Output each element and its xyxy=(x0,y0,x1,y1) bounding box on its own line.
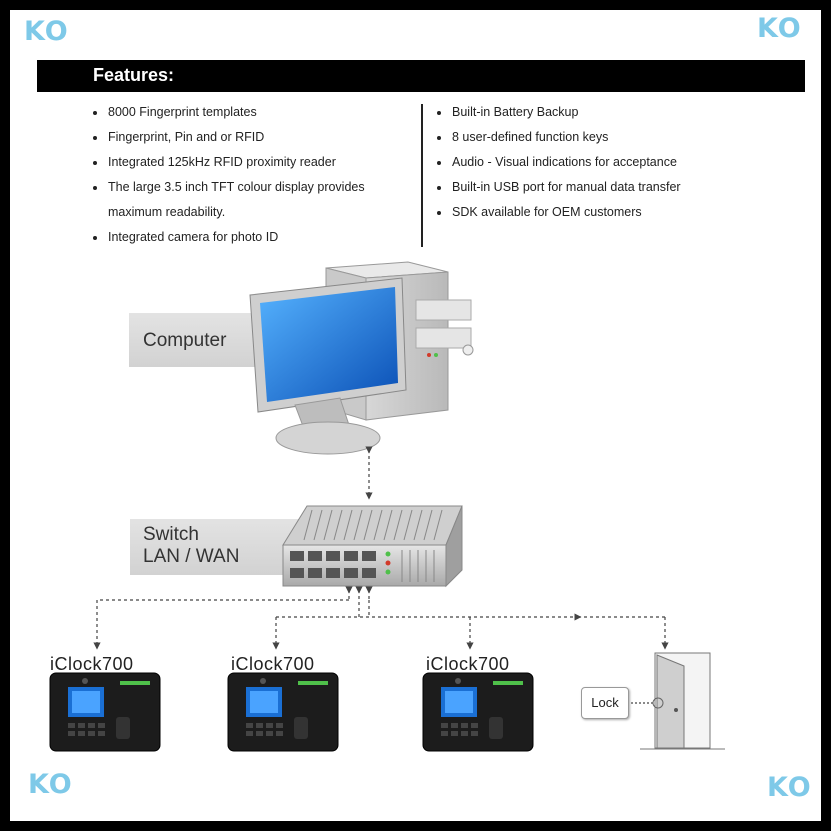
feature-item: Audio - Visual indications for acceptanc… xyxy=(436,150,681,175)
watermark: KO xyxy=(28,769,73,800)
iclock-device-icon xyxy=(49,672,161,752)
switch-label-line2: LAN / WAN xyxy=(143,546,240,567)
device-name: iClock700 xyxy=(50,654,134,674)
switch-label-line1: Switch xyxy=(143,524,199,545)
computer-icon xyxy=(249,261,474,455)
feature-item: Integrated camera for photo ID xyxy=(92,225,365,250)
device-name: iClock700 xyxy=(426,654,510,674)
switch-label: Switch LAN / WAN xyxy=(143,524,239,568)
feature-item: Integrated 125kHz RFID proximity reader xyxy=(92,150,365,175)
feature-item: 8 user-defined function keys xyxy=(436,125,681,150)
features-left-list: 8000 Fingerprint templates Fingerprint, … xyxy=(92,100,365,250)
features-title: Features: xyxy=(93,65,175,85)
features-right-list: Built-in Battery Backup 8 user-defined f… xyxy=(436,100,681,225)
lock-box: Lock xyxy=(581,687,629,719)
feature-item: 8000 Fingerprint templates xyxy=(92,100,365,125)
switch-icon xyxy=(282,505,463,588)
feature-item: Built-in Battery Backup xyxy=(436,100,681,125)
network-diagram xyxy=(93,261,725,750)
watermark: KO xyxy=(767,772,812,803)
lock-connector-icon xyxy=(652,697,664,709)
lock-label: Lock xyxy=(591,695,619,710)
door-icon xyxy=(640,652,725,750)
device-name: iClock700 xyxy=(231,654,315,674)
watermark: KO xyxy=(757,13,802,44)
features-header: Features: xyxy=(37,60,805,92)
devices-layer xyxy=(49,672,534,752)
features-divider xyxy=(421,104,423,247)
feature-item: Built-in USB port for manual data transf… xyxy=(436,175,681,200)
feature-item: The large 3.5 inch TFT colour display pr… xyxy=(92,175,365,200)
canvas: KO KO KO KO Features: 8000 Fingerprint t… xyxy=(10,10,821,821)
feature-item: Fingerprint, Pin and or RFID xyxy=(92,125,365,150)
network-links xyxy=(93,586,669,704)
iclock-device-icon xyxy=(422,672,534,752)
feature-item-continuation: maximum readability. xyxy=(108,205,226,219)
iclock-device-icon xyxy=(227,672,339,752)
watermark: KO xyxy=(24,16,69,47)
feature-item: SDK available for OEM customers xyxy=(436,200,681,225)
computer-label: Computer xyxy=(143,330,227,351)
